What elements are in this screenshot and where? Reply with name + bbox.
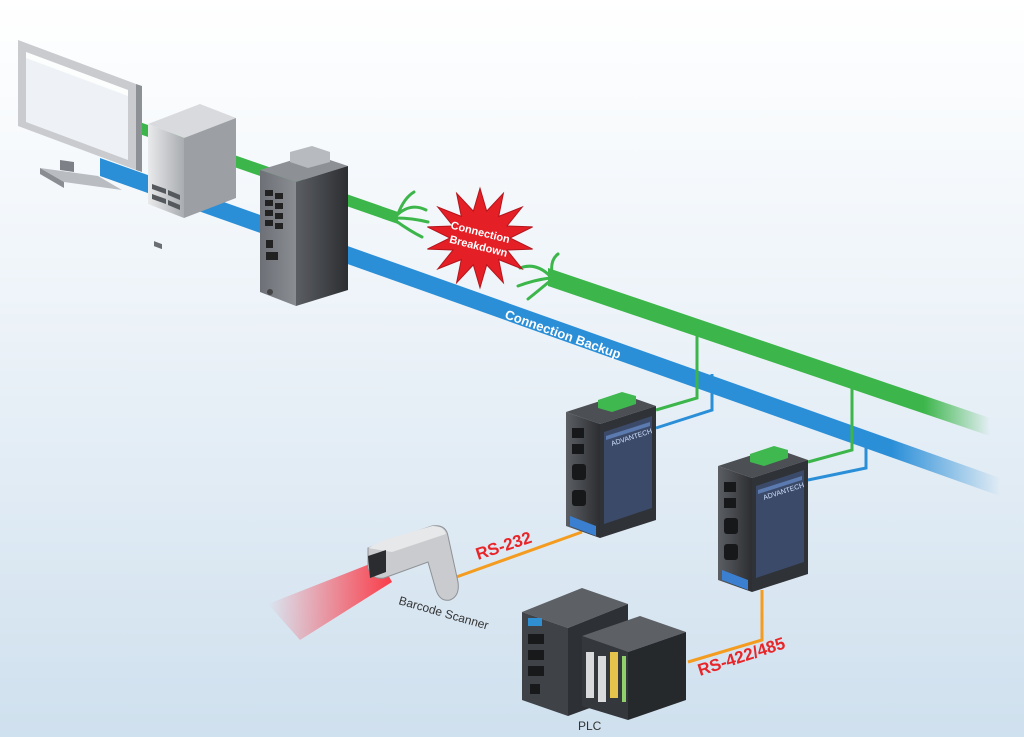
barcode-scanner-icon	[268, 525, 459, 640]
connection-backup-label: Connection Backup	[503, 307, 623, 362]
device-server-2: ADVANTECH	[718, 446, 808, 592]
monitor-icon	[18, 40, 142, 190]
ethernet-switch-icon	[260, 146, 348, 306]
pc-tower-icon	[148, 104, 236, 250]
plc-icon	[522, 588, 686, 720]
svg-text:Connection Breakdown: Connection Breakdown	[446, 220, 514, 261]
broken-cable-icon	[394, 190, 560, 301]
device-server-1: ADVANTECH	[566, 392, 656, 538]
rs232-label: RS-232	[473, 528, 534, 564]
drop-cables	[655, 336, 868, 482]
rs422-485-label: RS-422/485	[695, 634, 787, 680]
primary-link-cable-lower	[548, 268, 990, 436]
rs422-485-cable	[687, 590, 764, 664]
rs232-cable	[447, 530, 583, 582]
plc-label: PLC	[578, 719, 602, 733]
alert-burst-icon: Connection Breakdown	[427, 186, 533, 290]
